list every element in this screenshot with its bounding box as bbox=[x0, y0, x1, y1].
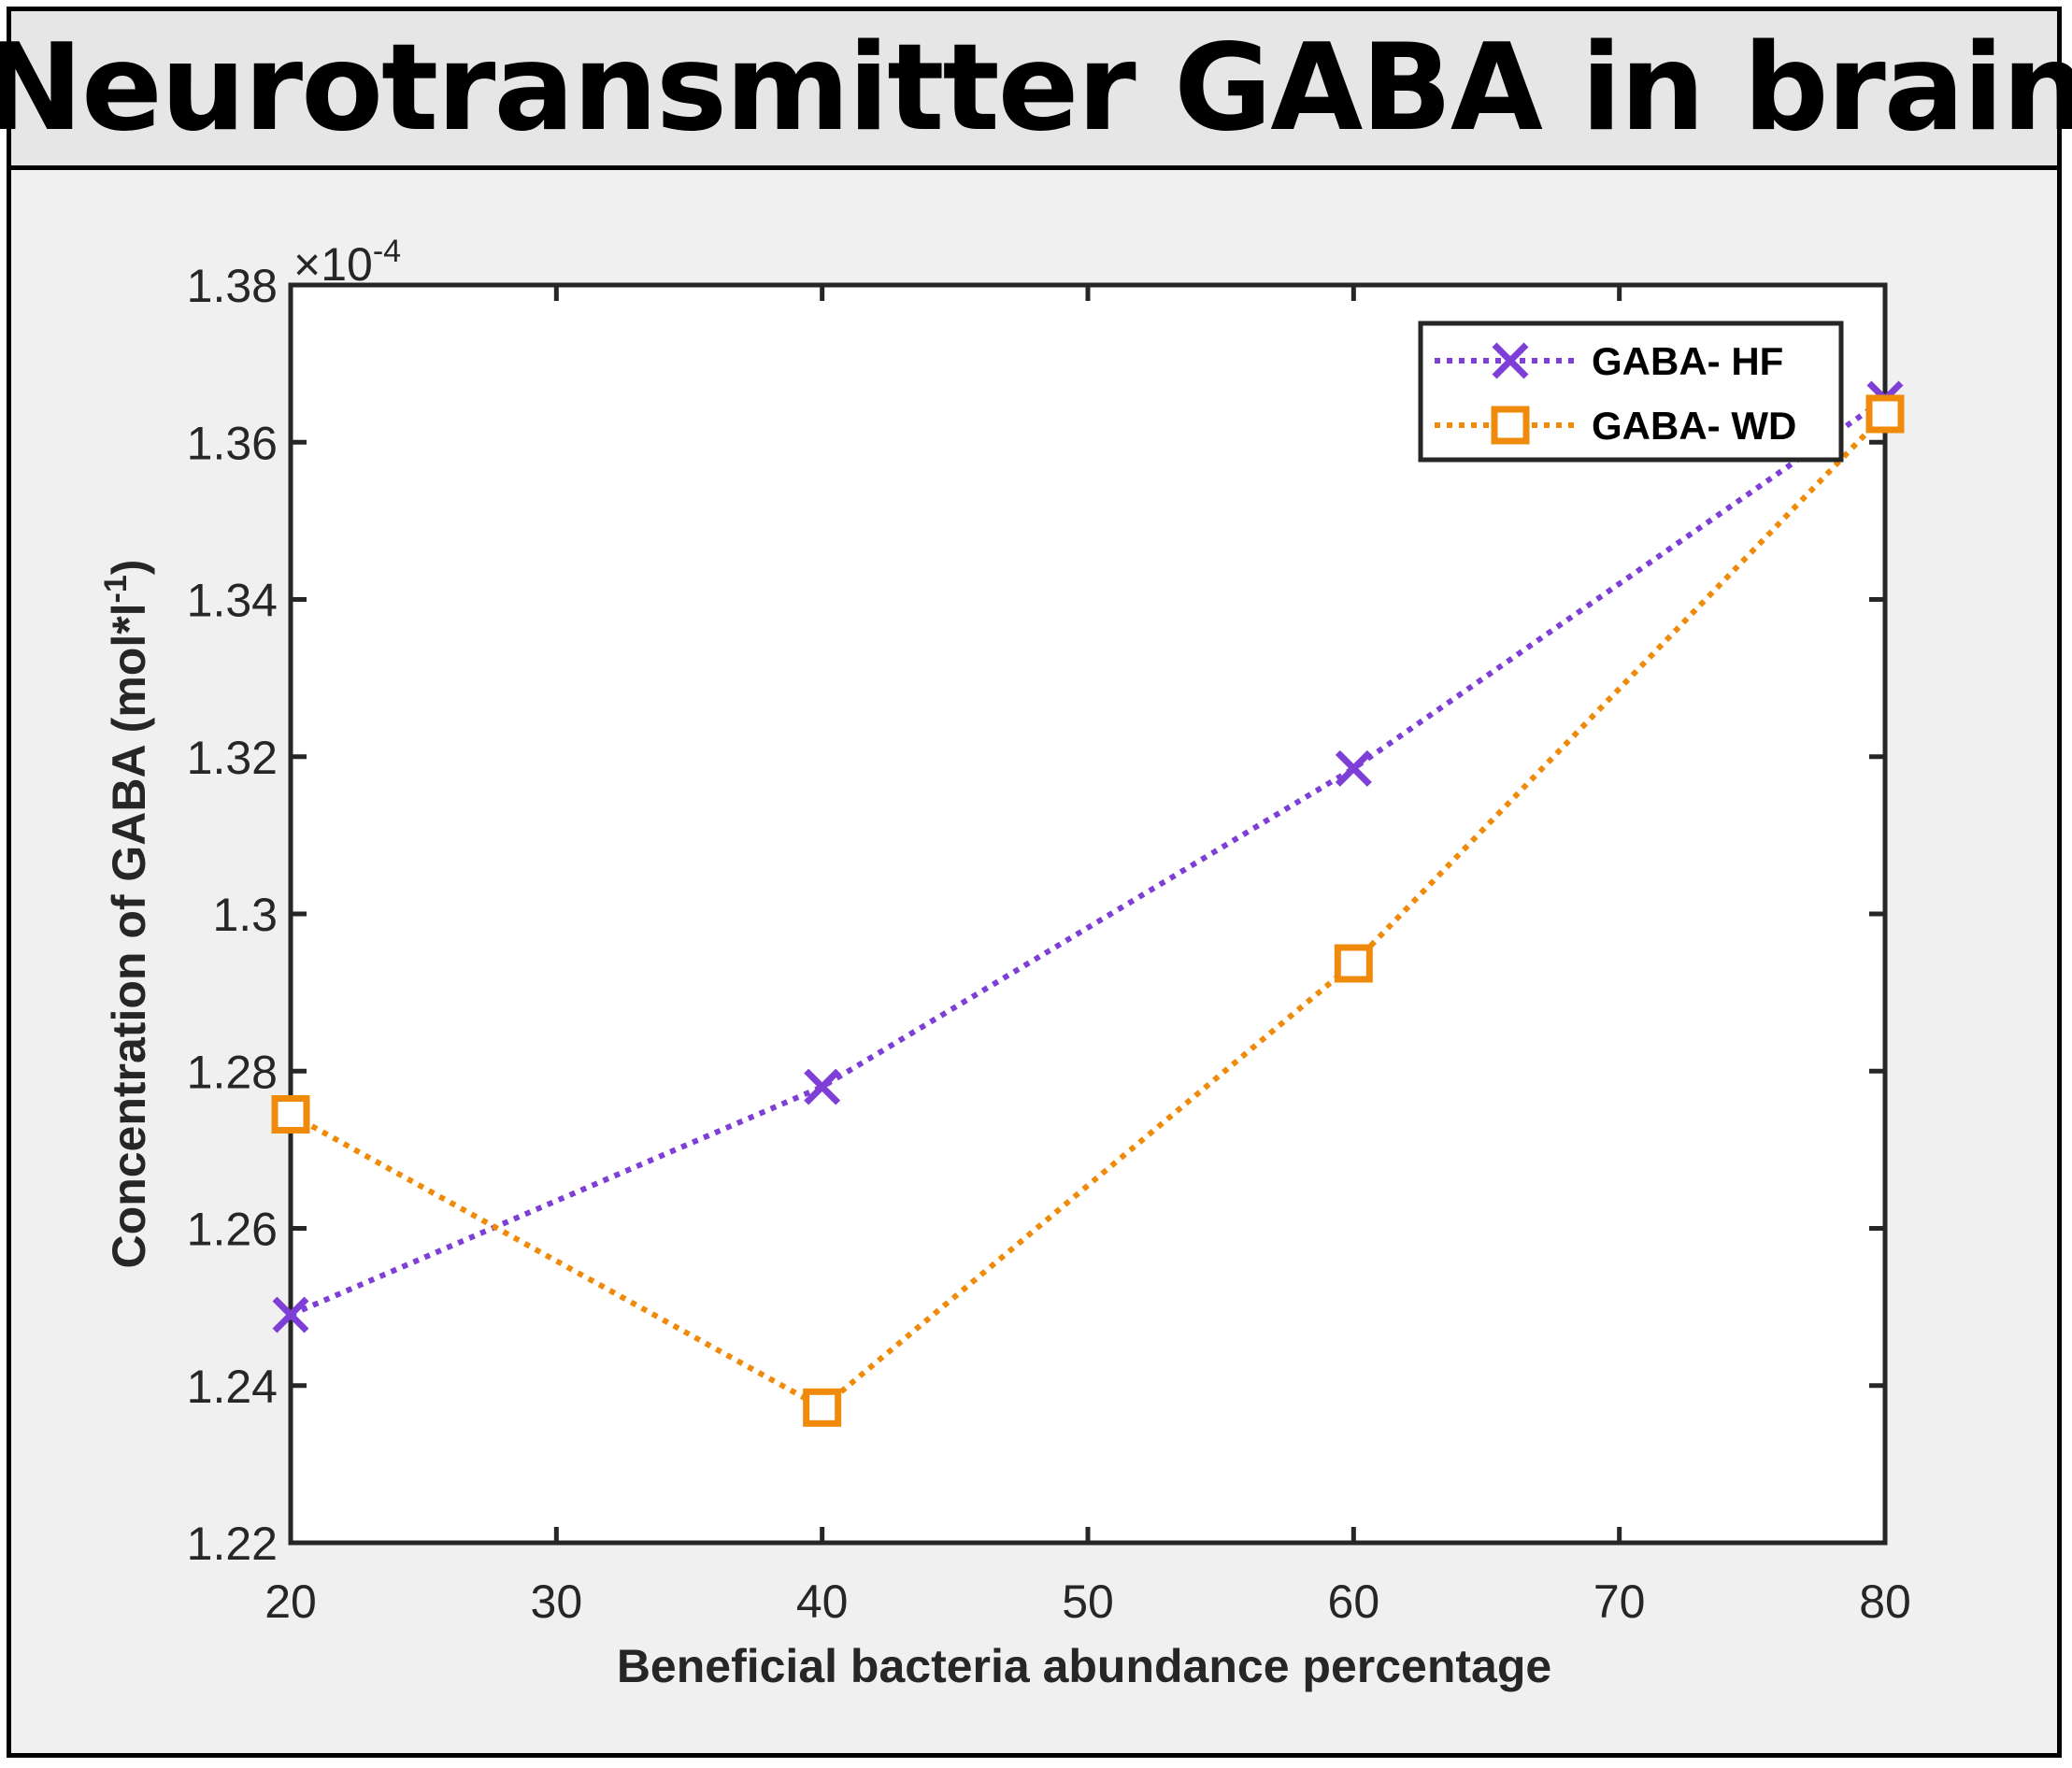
legend-marker-wd bbox=[1491, 406, 1530, 445]
y-axis-label-close: ) bbox=[103, 560, 155, 576]
y-tick-label: 1.3 bbox=[212, 889, 278, 941]
y-axis-label-main: Concentration of GABA (mol*l bbox=[103, 603, 155, 1268]
legend-marker-hf bbox=[1492, 342, 1529, 379]
y-exponent-label: ×10-4 bbox=[293, 234, 401, 291]
x-tick-label: 20 bbox=[264, 1576, 317, 1628]
x-axis-label: Beneficial bacteria abundance percentage bbox=[617, 1640, 1551, 1692]
y-axis-label-sup: -1 bbox=[98, 575, 134, 603]
marker-stroke bbox=[272, 1296, 309, 1333]
y-tick-label: 1.24 bbox=[187, 1361, 278, 1413]
y-exponent-power: -4 bbox=[373, 234, 401, 269]
marker-stroke bbox=[804, 1068, 841, 1105]
y-tick-label: 1.36 bbox=[187, 417, 278, 469]
x-tick-label: 30 bbox=[531, 1576, 583, 1628]
y-tick-label: 1.38 bbox=[187, 260, 278, 312]
series-line-hf bbox=[289, 396, 1887, 1318]
y-tick-label: 1.34 bbox=[187, 575, 278, 627]
data-point-hf bbox=[272, 1296, 309, 1333]
marker-stroke bbox=[1335, 749, 1372, 787]
data-point-wd bbox=[1865, 394, 1905, 434]
y-tick-labels: 1.22 1.24 1.26 1.28 1.3 1.32 1.34 1.36 1.38 bbox=[187, 260, 278, 1570]
series-lines bbox=[289, 396, 1888, 1411]
legend: GABA- HF GABA- WD bbox=[1418, 321, 1844, 463]
marker-stroke bbox=[1492, 342, 1529, 379]
x-tick-label: 40 bbox=[796, 1576, 849, 1628]
series-markers bbox=[271, 380, 1905, 1427]
y-axis-label: Concentration of GABA (mol*l-1) bbox=[98, 560, 155, 1269]
axis-ticks bbox=[288, 282, 1888, 1546]
legend-label-wd: GABA- WD bbox=[1592, 404, 1796, 448]
title-bar: Neurotransmitter GABA in brain bbox=[0, 11, 2072, 170]
series-line-wd bbox=[289, 411, 1888, 1411]
data-point-hf bbox=[1335, 749, 1372, 787]
data-point-wd bbox=[1334, 944, 1373, 983]
y-tick-label: 1.22 bbox=[187, 1518, 278, 1570]
data-point-hf bbox=[804, 1068, 841, 1105]
x-tick-label: 50 bbox=[1062, 1576, 1114, 1628]
legend-box bbox=[1418, 321, 1844, 463]
x-tick-labels: 20 30 40 50 60 70 80 bbox=[264, 1576, 1911, 1628]
x-tick-label: 60 bbox=[1328, 1576, 1380, 1628]
legend-label-hf: GABA- HF bbox=[1592, 339, 1783, 383]
x-tick-label: 70 bbox=[1593, 1576, 1646, 1628]
data-point-wd bbox=[803, 1388, 842, 1427]
plot-area bbox=[288, 282, 1888, 1546]
x-tick-label: 80 bbox=[1859, 1576, 1911, 1628]
y-tick-label: 1.26 bbox=[187, 1204, 278, 1256]
y-tick-label: 1.28 bbox=[187, 1046, 278, 1098]
data-point-wd bbox=[271, 1095, 310, 1134]
chart-title: Neurotransmitter GABA in brain bbox=[0, 19, 2072, 158]
y-exponent-base: ×10 bbox=[293, 238, 373, 291]
y-tick-label: 1.32 bbox=[187, 732, 278, 784]
